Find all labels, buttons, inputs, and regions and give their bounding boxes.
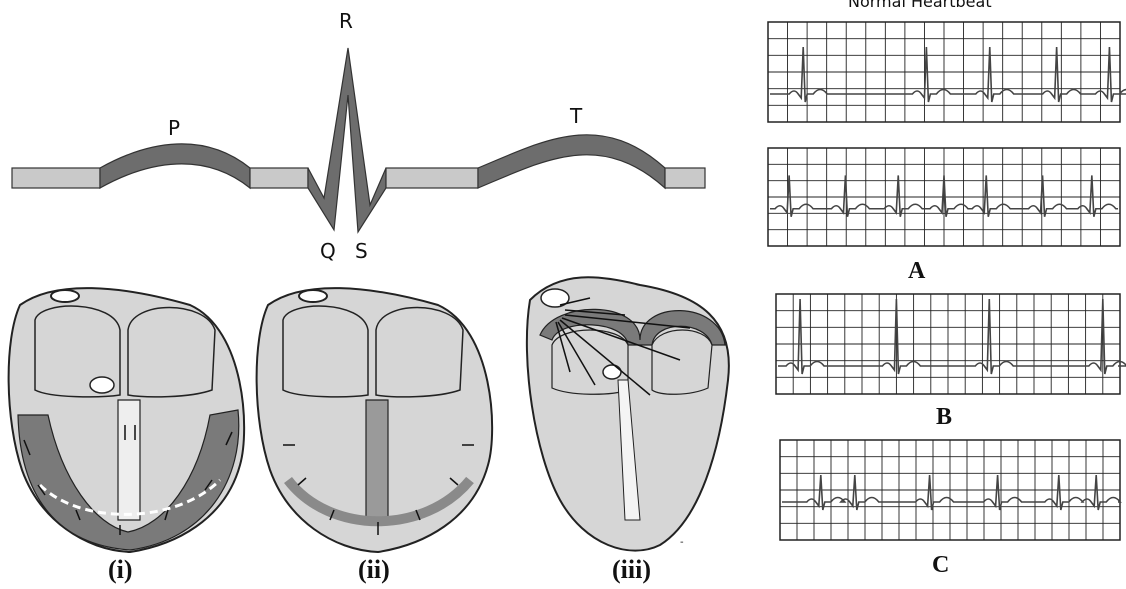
aorta-opening: [51, 290, 79, 302]
wave-label-r: R: [339, 9, 353, 33]
ecg-strip-b: [776, 294, 1126, 394]
septum: [366, 400, 388, 520]
strip-label-c: C: [932, 552, 949, 578]
ecg-strip-a: [768, 148, 1120, 246]
stray-mark: -: [680, 537, 684, 548]
strips-title: Normal Heartbeat: [848, 0, 992, 11]
strip-grid: [780, 440, 1120, 540]
right-atrium: [128, 308, 215, 397]
strip-grid: [776, 294, 1120, 394]
wave-label-q: Q: [320, 239, 336, 263]
left-atrium: [552, 330, 628, 394]
wave-label-p: P: [168, 116, 180, 140]
wave-label-t: T: [569, 104, 583, 128]
t-wave: [478, 135, 665, 188]
qrs-complex: [308, 48, 386, 232]
p-wave: [100, 144, 250, 188]
strip-label-a: A: [908, 258, 926, 284]
ecg-strips-panel: Normal Heartbeat A B C: [768, 0, 1126, 578]
ecg-strip-c: [780, 440, 1120, 540]
right-atrium: [652, 330, 712, 394]
ecg-waveform: R P T Q S: [12, 9, 705, 263]
baseline-segment-3: [386, 168, 478, 188]
septum: [118, 400, 140, 520]
strip-label-b: B: [936, 404, 952, 430]
aorta-opening: [299, 290, 327, 302]
wave-label-s: S: [355, 239, 368, 263]
stage-label-i: (i): [108, 555, 133, 584]
stage-label-ii: (ii): [358, 555, 390, 584]
av-node: [90, 377, 114, 393]
heart-stage-ii: (ii): [257, 288, 493, 584]
stage-label-iii: (iii): [612, 555, 651, 584]
baseline-segment-1: [12, 168, 100, 188]
av-node: [603, 365, 621, 379]
left-atrium: [283, 306, 368, 397]
right-atrium: [376, 308, 463, 397]
heart-stage-iii: (iii): [527, 277, 729, 584]
ecg-strip-normal: [768, 22, 1126, 122]
heart-stage-i: (i): [9, 288, 245, 584]
baseline-segment-4: [665, 168, 705, 188]
baseline-segment-2: [250, 168, 308, 188]
